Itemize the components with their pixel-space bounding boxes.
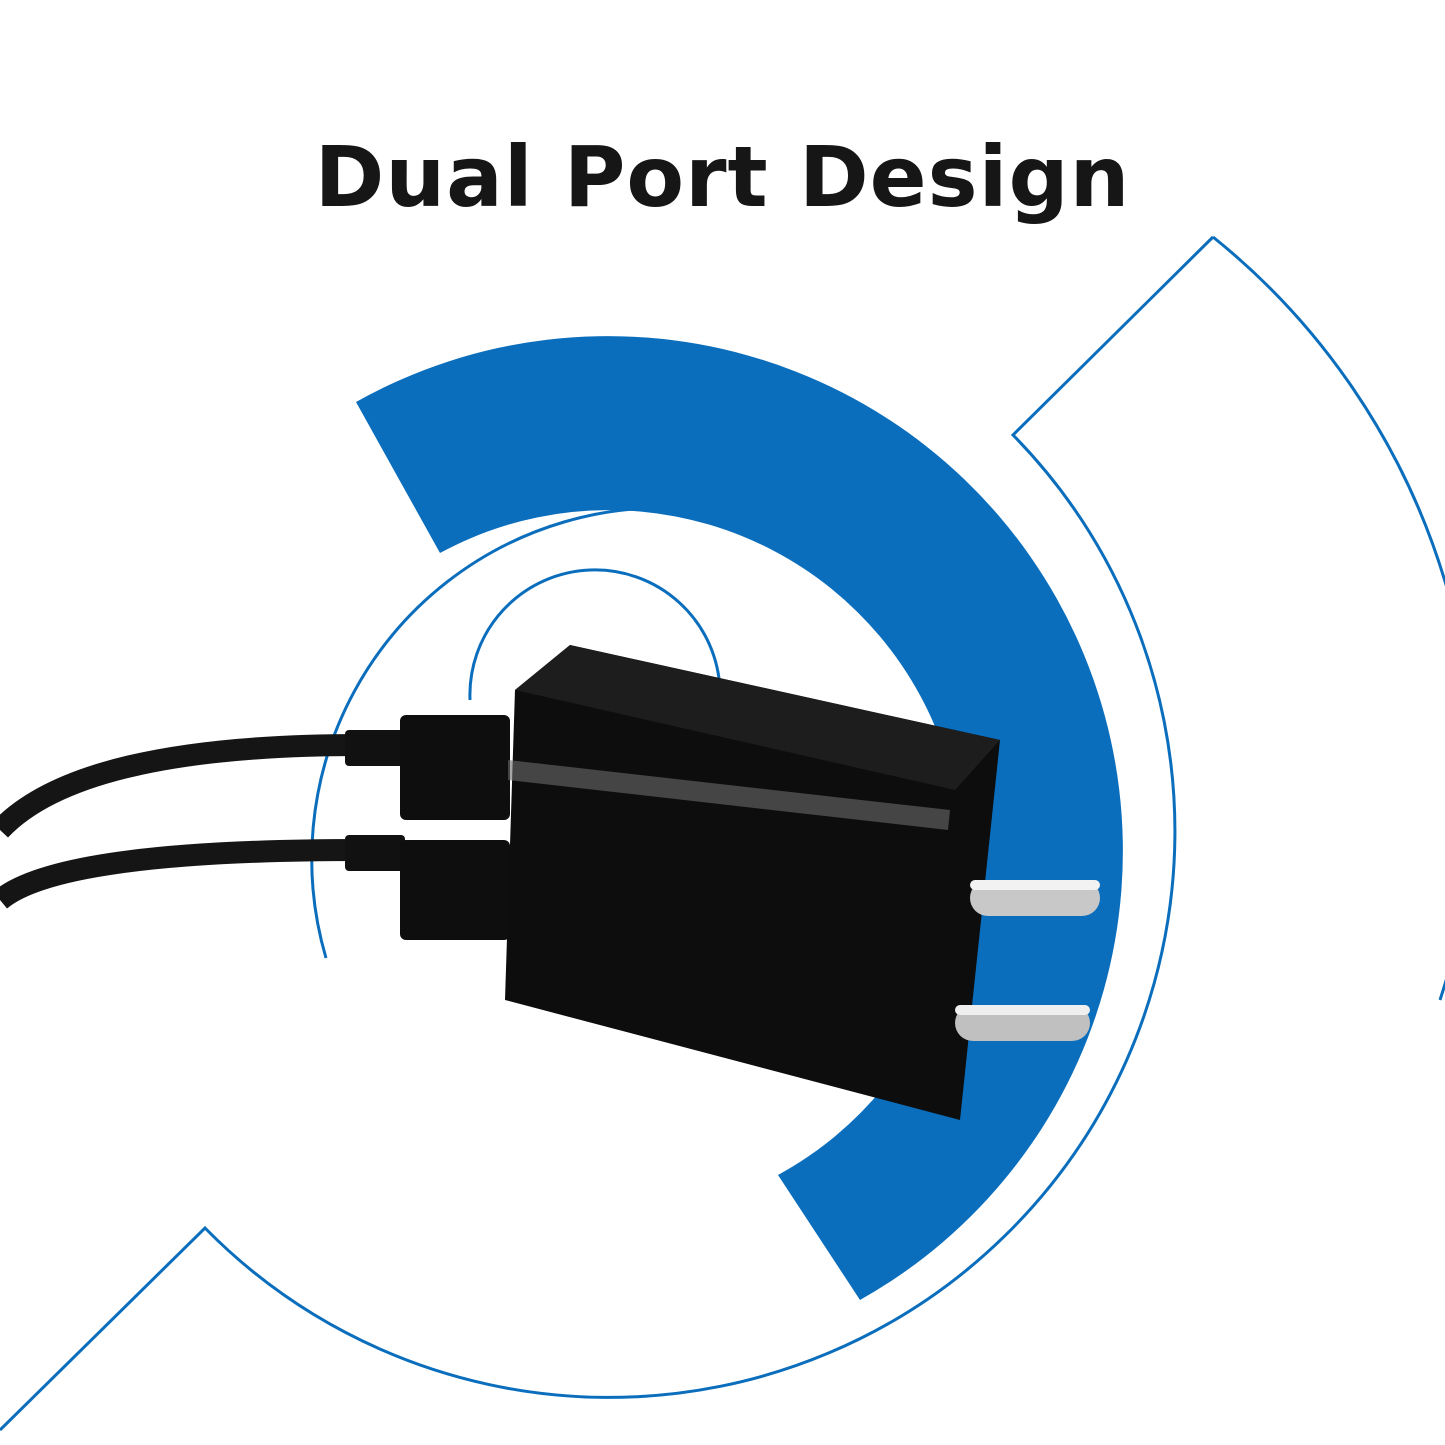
outer-arc-line: [0, 235, 1215, 1432]
cable-top: [0, 734, 361, 838]
headline: Dual Port Design: [314, 128, 1131, 226]
usb-plug-2: [400, 840, 510, 940]
cable-bottom: [0, 839, 361, 909]
usb-plug-1: [400, 715, 510, 820]
